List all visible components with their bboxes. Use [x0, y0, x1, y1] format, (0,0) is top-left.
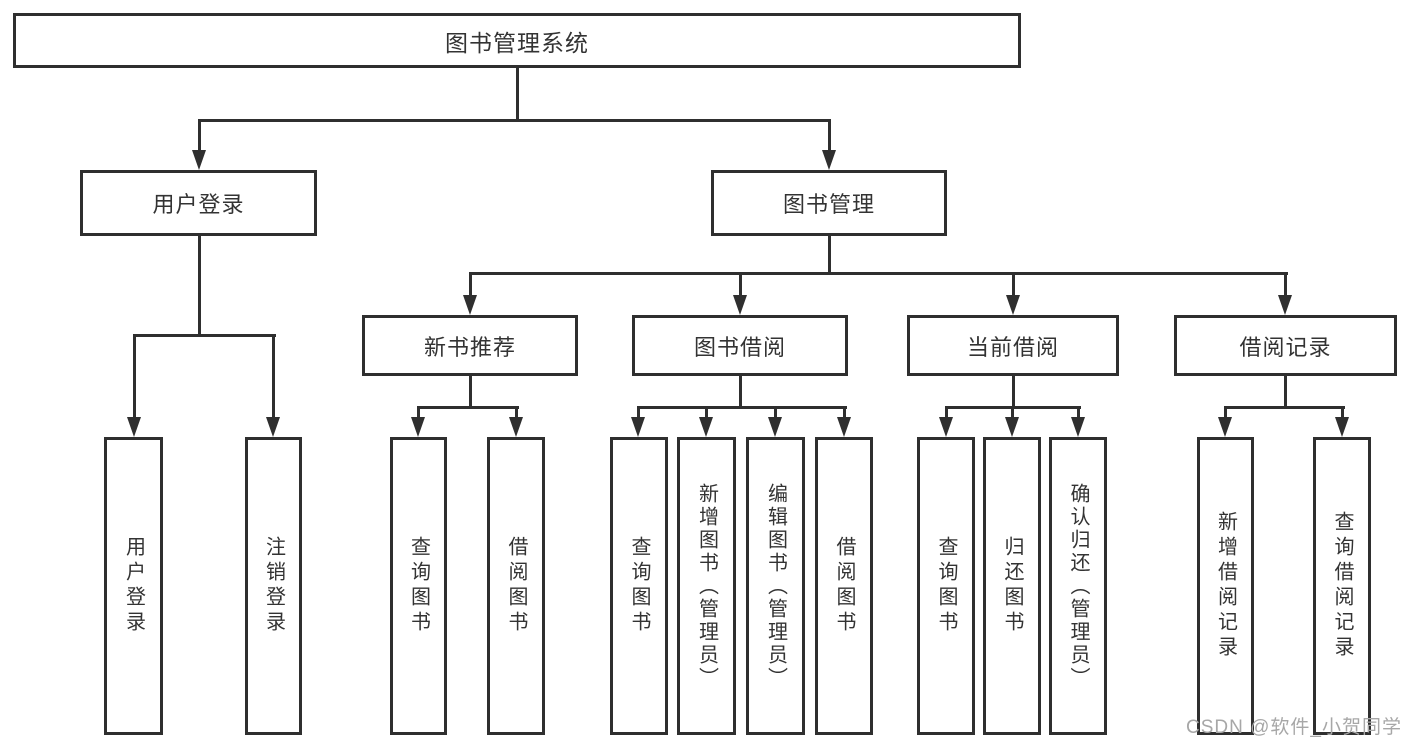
connector-line: [133, 334, 276, 337]
node-borrow-records: 借阅记录: [1174, 315, 1397, 376]
leaf-confirm-return-admin-label: 确认归还（管理员）: [1067, 482, 1089, 690]
connector-line: [739, 376, 742, 408]
connector-line: [272, 334, 275, 421]
node-borrow-records-label: 借阅记录: [1239, 334, 1332, 360]
connector-line: [516, 68, 519, 121]
node-new-book-recommend-label: 新书推荐: [423, 334, 516, 360]
connector-line: [469, 376, 472, 408]
arrow-down-icon: [411, 417, 425, 437]
leaf-query-borrow-record: 查询借阅记录: [1313, 437, 1371, 735]
connector-line: [637, 406, 640, 421]
connector-line: [1224, 406, 1227, 421]
leaf-edit-book-admin-label: 编辑图书（管理员）: [764, 482, 787, 690]
connector-line: [417, 406, 519, 409]
node-current-borrow-label: 当前借阅: [966, 334, 1059, 360]
connector-line: [198, 119, 201, 154]
csdn-watermark: CSDN @软件_小贺同学: [1186, 717, 1402, 738]
node-root: 图书管理系统: [13, 13, 1021, 68]
leaf-borrow-book-borrow: 借阅图书: [815, 437, 873, 735]
leaf-add-book-admin: 新增图书（管理员）: [677, 437, 736, 735]
arrow-down-icon: [631, 417, 645, 437]
leaf-edit-book-admin: 编辑图书（管理员）: [746, 437, 805, 735]
node-book-management: 图书管理: [711, 170, 947, 236]
arrow-down-icon: [1006, 295, 1020, 315]
leaf-query-book-recommend: 查询图书: [390, 437, 447, 735]
arrow-down-icon: [266, 417, 280, 437]
connector-line: [515, 406, 518, 421]
leaf-query-book-current-label: 查询图书: [935, 536, 957, 636]
node-book-management-label: 图书管理: [782, 192, 875, 217]
connector-line: [1224, 406, 1345, 409]
connector-line: [417, 406, 420, 421]
arrow-down-icon: [463, 295, 477, 315]
connector-line: [198, 236, 201, 336]
connector-line: [1284, 376, 1287, 408]
leaf-query-borrow-record-label: 查询借阅记录: [1331, 511, 1353, 661]
leaf-return-book: 归还图书: [983, 437, 1041, 735]
arrow-down-icon: [127, 417, 141, 437]
leaf-query-book-borrow-label: 查询图书: [628, 536, 650, 636]
connector-line: [198, 119, 831, 122]
leaf-logout: 注销登录: [245, 437, 302, 735]
connector-line: [1011, 406, 1014, 421]
node-book-borrow-label: 图书借阅: [693, 334, 786, 360]
leaf-user-login-label: 用户登录: [122, 536, 145, 636]
leaf-add-borrow-record: 新增借阅记录: [1197, 437, 1254, 735]
arrow-down-icon: [1278, 295, 1292, 315]
node-user-login: 用户登录: [80, 170, 317, 236]
arrow-down-icon: [768, 417, 782, 437]
leaf-borrow-book-borrow-label: 借阅图书: [833, 536, 855, 636]
connector-line: [739, 272, 742, 299]
connector-line: [469, 272, 1288, 275]
node-current-borrow: 当前借阅: [907, 315, 1119, 376]
leaf-return-book-label: 归还图书: [1001, 536, 1023, 636]
leaf-confirm-return-admin: 确认归还（管理员）: [1049, 437, 1107, 735]
leaf-add-book-admin-label: 新增图书（管理员）: [695, 482, 718, 690]
connector-line: [774, 406, 777, 421]
leaf-borrow-book-recommend: 借阅图书: [487, 437, 545, 735]
arrow-down-icon: [837, 417, 851, 437]
leaf-borrow-book-recommend-label: 借阅图书: [505, 536, 527, 636]
node-user-login-label: 用户登录: [152, 192, 245, 217]
connector-line: [945, 406, 948, 421]
connector-line: [828, 119, 831, 154]
node-book-borrow: 图书借阅: [632, 315, 848, 376]
arrow-down-icon: [699, 417, 713, 437]
node-new-book-recommend: 新书推荐: [362, 315, 578, 376]
connector-line: [1012, 272, 1015, 299]
connector-line: [705, 406, 708, 421]
leaf-query-book-recommend-label: 查询图书: [407, 536, 430, 636]
arrow-down-icon: [939, 417, 953, 437]
arrow-down-icon: [1335, 417, 1349, 437]
connector-line: [1341, 406, 1344, 421]
connector-line: [1012, 376, 1015, 408]
connector-line: [828, 236, 831, 274]
connector-line: [843, 406, 846, 421]
connector-line: [469, 272, 472, 299]
leaf-add-borrow-record-label: 新增借阅记录: [1214, 511, 1237, 661]
arrow-down-icon: [1218, 417, 1232, 437]
leaf-query-book-borrow: 查询图书: [610, 437, 668, 735]
arrow-down-icon: [192, 150, 206, 170]
leaf-query-book-current: 查询图书: [917, 437, 975, 735]
node-root-label: 图书管理系统: [445, 29, 589, 56]
connector-line: [1284, 272, 1287, 299]
arrow-down-icon: [822, 150, 836, 170]
arrow-down-icon: [733, 295, 747, 315]
arrow-down-icon: [1071, 417, 1085, 437]
leaf-logout-label: 注销登录: [262, 536, 285, 636]
arrow-down-icon: [1005, 417, 1019, 437]
connector-line: [133, 334, 136, 421]
arrow-down-icon: [509, 417, 523, 437]
connector-line: [637, 406, 847, 409]
leaf-user-login: 用户登录: [104, 437, 163, 735]
connector-line: [1077, 406, 1080, 421]
